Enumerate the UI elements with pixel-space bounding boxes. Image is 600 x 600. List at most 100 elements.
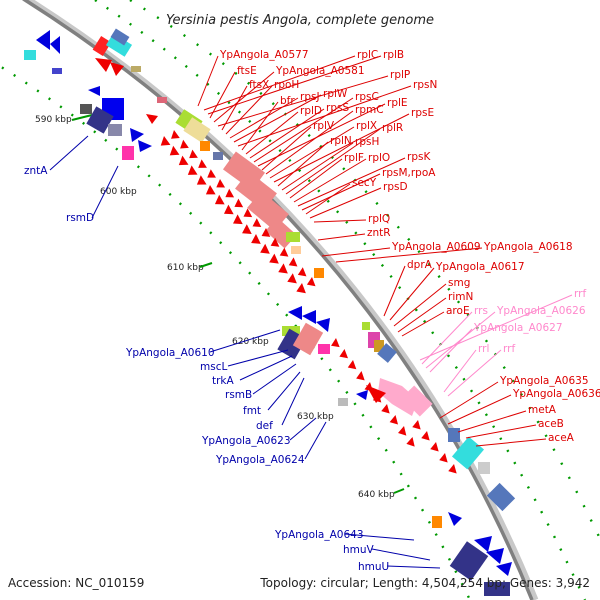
gene-label: rplW <box>323 88 348 100</box>
leader-line <box>293 158 367 203</box>
leader-line <box>213 71 275 123</box>
gene-arrow <box>439 453 448 463</box>
gene-arrow <box>225 188 235 198</box>
gene-arrow <box>189 149 198 159</box>
gene-feature <box>105 33 133 57</box>
leader-line <box>233 94 322 143</box>
gene-arrow <box>252 218 262 228</box>
gene-arrow <box>297 267 307 277</box>
gene-label: trkA <box>212 375 235 387</box>
gene-label: YpAngola_A0635 <box>499 375 589 387</box>
leader-line <box>229 97 299 139</box>
leader-line <box>304 421 327 460</box>
rna-feature <box>378 378 418 416</box>
gene-feature <box>183 117 211 143</box>
leader-line <box>277 141 329 187</box>
gene-label: rpmC <box>355 104 384 116</box>
gene-label: secY <box>352 177 377 189</box>
leader-line <box>285 128 381 195</box>
gene-label: rplR <box>382 122 403 134</box>
outer-dotted-track-2 <box>129 0 600 542</box>
gene-feature <box>374 340 384 352</box>
leader-line <box>197 55 219 107</box>
gene-arrow <box>406 437 415 447</box>
leader-line <box>281 377 305 426</box>
gene-feature <box>86 106 114 134</box>
leader-line <box>401 311 445 337</box>
tick-label-640: 640 kbp <box>358 490 395 500</box>
gene-label: hmuU <box>358 561 389 573</box>
gene-arrow <box>243 208 253 218</box>
gene-feature <box>52 68 62 74</box>
gene-arrow <box>187 165 198 175</box>
gene-arrow <box>356 390 368 400</box>
gene-arrow <box>171 130 180 139</box>
leader-line <box>313 219 367 223</box>
gene-label: rpsC <box>355 91 379 103</box>
gene-arrow <box>50 36 60 54</box>
gene-label: aceB <box>538 418 564 430</box>
gene-arrow <box>269 253 279 264</box>
leader-line <box>252 363 297 395</box>
leader-line <box>217 75 389 127</box>
leader-line <box>91 165 119 219</box>
gene-label: rrf <box>574 288 586 300</box>
leader-line <box>225 85 273 135</box>
leader-line <box>269 126 355 179</box>
leader-line <box>344 533 415 541</box>
gene-arrow <box>36 30 50 50</box>
leader-line <box>253 97 354 163</box>
gene-arrow <box>287 273 297 284</box>
accession-text: Accession: NC_010159 <box>8 576 145 590</box>
leader-line <box>49 135 89 171</box>
gene-label: rplN <box>330 135 352 147</box>
leader-line <box>257 103 386 167</box>
gene-arrow <box>205 185 216 195</box>
genome-backbone <box>21 0 534 600</box>
leader-line <box>221 85 248 131</box>
gene-arrow <box>180 139 189 149</box>
leader-line <box>209 329 281 353</box>
leader-line <box>393 283 447 327</box>
gene-arrow <box>430 442 439 452</box>
leader-line <box>335 247 483 263</box>
gene-label: rpsS <box>326 102 349 114</box>
leader-line <box>317 233 366 241</box>
gene-label: rimN <box>448 291 473 303</box>
gene-label: YpAngola_A0623 <box>201 435 291 447</box>
leader-line <box>209 71 236 119</box>
leader-line <box>425 311 496 369</box>
leader-line <box>249 108 325 159</box>
gene-arrow <box>412 420 421 430</box>
gene-arrow <box>389 415 399 425</box>
gene-feature <box>80 104 92 114</box>
gene-arrow <box>372 393 382 403</box>
leader-line <box>389 267 435 321</box>
leader-line <box>297 157 406 207</box>
gene-arrow <box>198 159 207 168</box>
gene-label: YpAngola_A0627 <box>473 322 563 334</box>
leader-line <box>386 565 441 569</box>
gene-label: rrl <box>478 343 489 355</box>
gene-feature <box>314 268 324 278</box>
gene-label: rsmB <box>225 389 252 401</box>
gene-label: mscL <box>200 361 227 373</box>
map-title: Yersinia pestis Angola, complete genome <box>166 13 434 28</box>
gene-arrow <box>214 194 225 205</box>
gene-label: rpsM,rpoA <box>382 167 436 179</box>
leader-line <box>267 371 301 411</box>
gene-label: rplE <box>387 97 408 109</box>
outer-red-arrow-cluster <box>160 130 457 474</box>
outer-leader-lines <box>197 55 547 447</box>
gene-label: rpsD <box>383 181 408 193</box>
gene-arrow <box>474 536 492 552</box>
gene-feature <box>108 124 122 136</box>
gene-label: smg <box>448 277 470 289</box>
gene-arrow <box>169 145 180 156</box>
leader-line <box>421 311 473 365</box>
outer-strand-genes <box>92 28 516 528</box>
gene-feature <box>291 246 301 254</box>
gene-feature <box>24 50 36 60</box>
gene-arrow <box>486 548 504 564</box>
